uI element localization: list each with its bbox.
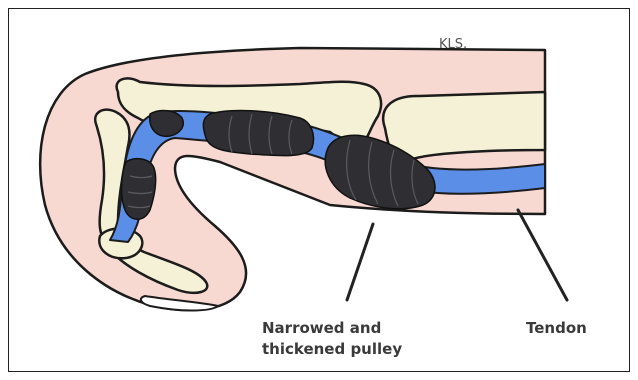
pulley-a2	[203, 111, 313, 156]
pulley-label-line-1: Narrowed and	[262, 318, 402, 339]
proximal-phalanx-bone	[383, 92, 545, 161]
pulley-pointer-line	[347, 224, 373, 300]
pulley-a3	[150, 111, 184, 137]
pulley-label: Narrowed and thickened pulley	[262, 318, 402, 360]
tendon-pointer-line	[518, 210, 567, 300]
pulley-a4	[122, 159, 156, 220]
artist-signature: KLS.	[439, 37, 467, 52]
tendon-label: Tendon	[526, 318, 587, 339]
pulley-label-line-2: thickened pulley	[262, 339, 402, 360]
